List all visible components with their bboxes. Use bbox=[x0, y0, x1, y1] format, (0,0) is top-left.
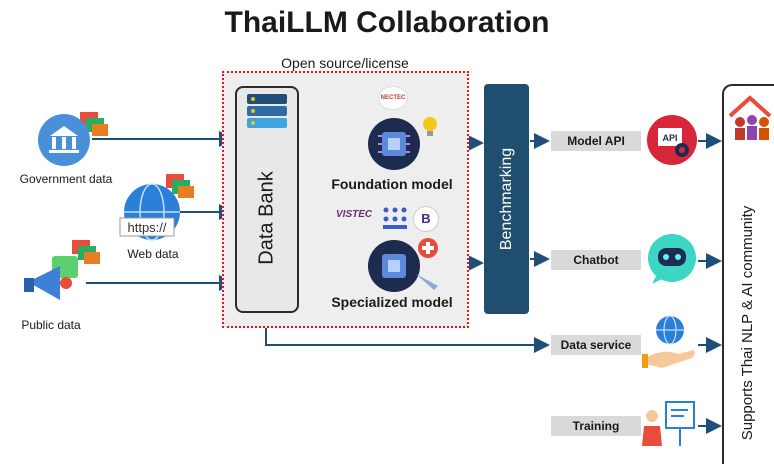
community-label: Supports Thai NLP & AI community bbox=[739, 205, 756, 441]
megaphone-icon bbox=[24, 240, 100, 300]
presenter-board-icon bbox=[642, 401, 695, 446]
data-service-label: Data service bbox=[551, 335, 641, 355]
model-api-label: Model API bbox=[551, 131, 641, 151]
api-gear-icon: API bbox=[647, 115, 697, 165]
robot-icon bbox=[648, 234, 696, 284]
public-data-label: Public data bbox=[21, 318, 81, 332]
scb-logo: B bbox=[413, 206, 439, 232]
lightbulb-icon bbox=[423, 117, 437, 136]
diagram-title: ThaiLLM Collaboration bbox=[224, 6, 550, 39]
benchmarking-label: Benchmarking bbox=[497, 147, 515, 251]
eat-logo bbox=[383, 207, 407, 229]
open-source-label: Open source/license bbox=[281, 55, 409, 71]
https-text: https:// bbox=[127, 220, 166, 235]
ai-chip-head-icon bbox=[368, 118, 420, 170]
nectec-logo: NECTEC bbox=[378, 86, 408, 110]
community-house-icon bbox=[728, 95, 772, 140]
vistec-logo: VISTEC bbox=[336, 209, 373, 220]
database-icon bbox=[247, 94, 287, 128]
hand-globe-icon bbox=[642, 315, 695, 368]
government-data-label: Government data bbox=[19, 172, 113, 186]
data-bank-label: Data Bank bbox=[255, 170, 278, 265]
api-badge-text: API bbox=[662, 133, 677, 143]
training-label: Training bbox=[551, 416, 641, 436]
ai-chip-medical-icon bbox=[368, 238, 438, 292]
globe-https-icon: https:// bbox=[119, 174, 194, 241]
web-data-label: Web data bbox=[127, 247, 179, 261]
chatbot-label: Chatbot bbox=[551, 250, 641, 270]
community-box: Supports Thai NLP & AI community bbox=[722, 84, 774, 464]
foundation-model-label: Foundation model bbox=[331, 176, 453, 192]
benchmarking-box: Benchmarking bbox=[484, 84, 529, 314]
government-building-icon bbox=[38, 112, 108, 166]
specialized-model-label: Specialized model bbox=[331, 294, 453, 310]
